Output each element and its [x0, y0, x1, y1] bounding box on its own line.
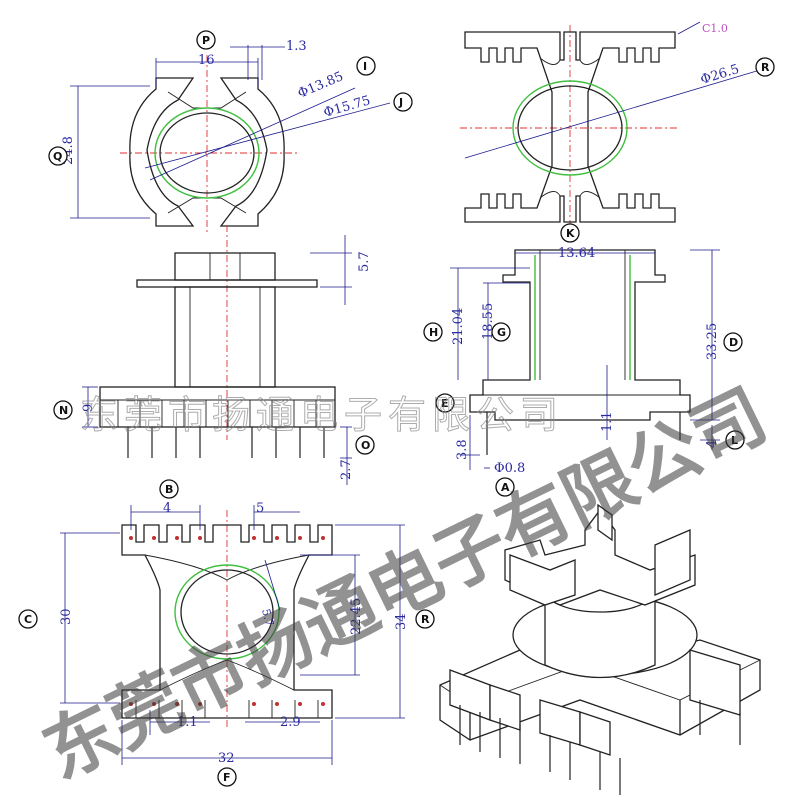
svg-text:F: F: [223, 771, 231, 784]
dim-mid-right-h3: 33.25: [705, 323, 720, 360]
dim-top-left-d2: Φ15.75: [322, 93, 372, 121]
ref-label-r-bottom: R: [415, 609, 435, 629]
isometric-view: [439, 503, 761, 795]
svg-text:L: L: [731, 434, 738, 447]
svg-text:R: R: [421, 613, 430, 626]
svg-text:C: C: [24, 613, 32, 626]
dim-bot-left-offset1: 1.1: [177, 715, 198, 730]
dim-bot-left-width: 32: [218, 751, 235, 766]
ref-label-q: Q: [48, 146, 68, 166]
bottom-left-view: 4 5 30 22.45 34 1.1 2.9 32 5.7: [59, 501, 409, 766]
dim-mid-right-h1: 21.04: [451, 308, 466, 345]
dim-bot-left-pitch1: 4: [163, 501, 171, 516]
svg-text:N: N: [59, 404, 68, 417]
ref-label-f: F: [217, 767, 237, 787]
dim-top-right-corner: C1.0: [702, 22, 728, 35]
dim-top-left-gap: 1.3: [286, 39, 307, 54]
svg-text:B: B: [165, 483, 173, 496]
ref-label-l: L: [725, 430, 745, 450]
svg-text:O: O: [361, 439, 370, 452]
dim-mid-left-base: 9: [81, 404, 96, 412]
ref-label-r-top: R: [755, 57, 775, 77]
dim-mid-right-pinlen: 3.8: [455, 439, 470, 460]
dim-mid-left-top: 5.7: [357, 251, 372, 272]
svg-text:I: I: [363, 60, 367, 73]
mid-right-view: 13.64 21.04 18.55 33.25 1.1 3.8 4 Φ0.8: [450, 246, 720, 476]
watermark-horizontal: 东莞市扬通电子有限公司: [80, 393, 564, 437]
ref-label-n: N: [53, 400, 73, 420]
ref-label-k: K: [560, 223, 580, 243]
dim-bot-left-height1: 30: [59, 608, 74, 625]
dim-top-right-d: Φ26.5: [699, 62, 741, 88]
dim-mid-right-pinlen2: 4: [705, 440, 720, 448]
dim-bot-left-height3: 34: [394, 613, 409, 630]
mid-left-view: 5.7 9 2.7: [81, 225, 372, 485]
dim-bot-left-notch: 5.7: [259, 607, 276, 627]
dim-bot-left-pitch2: 5: [256, 501, 264, 516]
ref-label-i: I: [356, 56, 376, 76]
svg-text:R: R: [761, 61, 770, 74]
svg-text:G: G: [497, 326, 506, 339]
dim-mid-right-width: 13.64: [558, 246, 595, 261]
dim-mid-left-pin: 2.7: [339, 459, 354, 480]
ref-label-p: P: [196, 30, 216, 50]
svg-text:Q: Q: [53, 150, 62, 163]
ref-label-o: O: [355, 435, 375, 455]
ref-label-g: G: [491, 322, 511, 342]
svg-text:D: D: [729, 336, 738, 349]
ref-label-h: H: [423, 322, 443, 342]
dim-top-left-d1: Φ13.85: [296, 69, 346, 102]
ref-label-a: A: [495, 477, 515, 497]
ref-label-b: B: [159, 479, 179, 499]
svg-text:J: J: [398, 96, 403, 109]
svg-text:E: E: [441, 397, 449, 410]
top-right-view: C1.0 Φ26.5: [460, 21, 761, 225]
dim-bot-left-offset2: 2.9: [280, 715, 301, 730]
ref-label-c: C: [18, 609, 38, 629]
ref-label-d: D: [723, 332, 743, 352]
dim-mid-right-pindia: Φ0.8: [494, 461, 525, 476]
svg-text:P: P: [202, 34, 210, 47]
top-left-view: 16 1.3 Φ13.85 Φ15.75 24.8: [61, 39, 391, 235]
dim-mid-right-flange: 1.1: [600, 411, 615, 432]
svg-text:K: K: [566, 227, 575, 240]
svg-text:H: H: [429, 326, 438, 339]
ref-label-e: E: [435, 393, 455, 413]
dim-bot-left-height2: 22.45: [349, 598, 364, 635]
dim-top-left-width: 16: [198, 53, 215, 68]
svg-text:A: A: [501, 481, 510, 494]
ref-label-j: J: [393, 92, 413, 112]
